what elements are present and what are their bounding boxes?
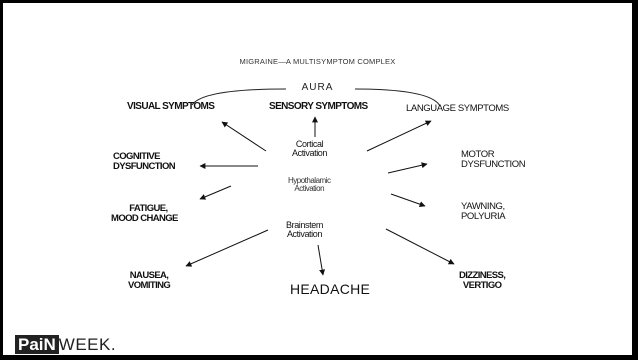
arrow-to-motor [387,162,428,174]
node-language-symptoms: LANGUAGE SYMPTOMS [406,103,509,114]
node-visual-symptoms: VISUAL SYMPTOMS [127,101,215,112]
node-headache: HEADACHE [290,281,371,297]
node-sensory-symptoms: SENSORY SYMPTOMS [269,101,368,112]
logo-week: WEEK. [58,335,117,354]
node-yawning-polyuria: YAWNING,POLYURIA [461,201,506,222]
diagram-lines [185,88,455,276]
node-fatigue-mood-change: FATIGUE,MOOD CHANGE [111,203,178,224]
arrow-to-language [366,120,432,152]
arrow-to-yawning [390,193,426,208]
arrow-to-visual [221,121,267,152]
aura-bracket-left [191,88,287,106]
arrow-to-headache [317,244,326,276]
arrow-to-nausea [185,229,269,267]
logo-pain: PaiN [15,335,59,354]
arrow-to-dizziness [385,228,455,265]
arrow-to-fatigue [199,185,232,200]
aura-bracket-right [354,88,441,107]
aura-label: AURA [301,82,334,93]
slide: MIGRAINE—A MULTISYMPTOM COMPLEX AURA VIS… [3,3,632,355]
slide-title: MIGRAINE—A MULTISYMPTOM COMPLEX [239,57,396,66]
node-dizziness-vertigo: DIZZINESS,VERTIGO [459,270,506,291]
node-nausea-vomiting: NAUSEA,VOMITING [128,270,171,291]
